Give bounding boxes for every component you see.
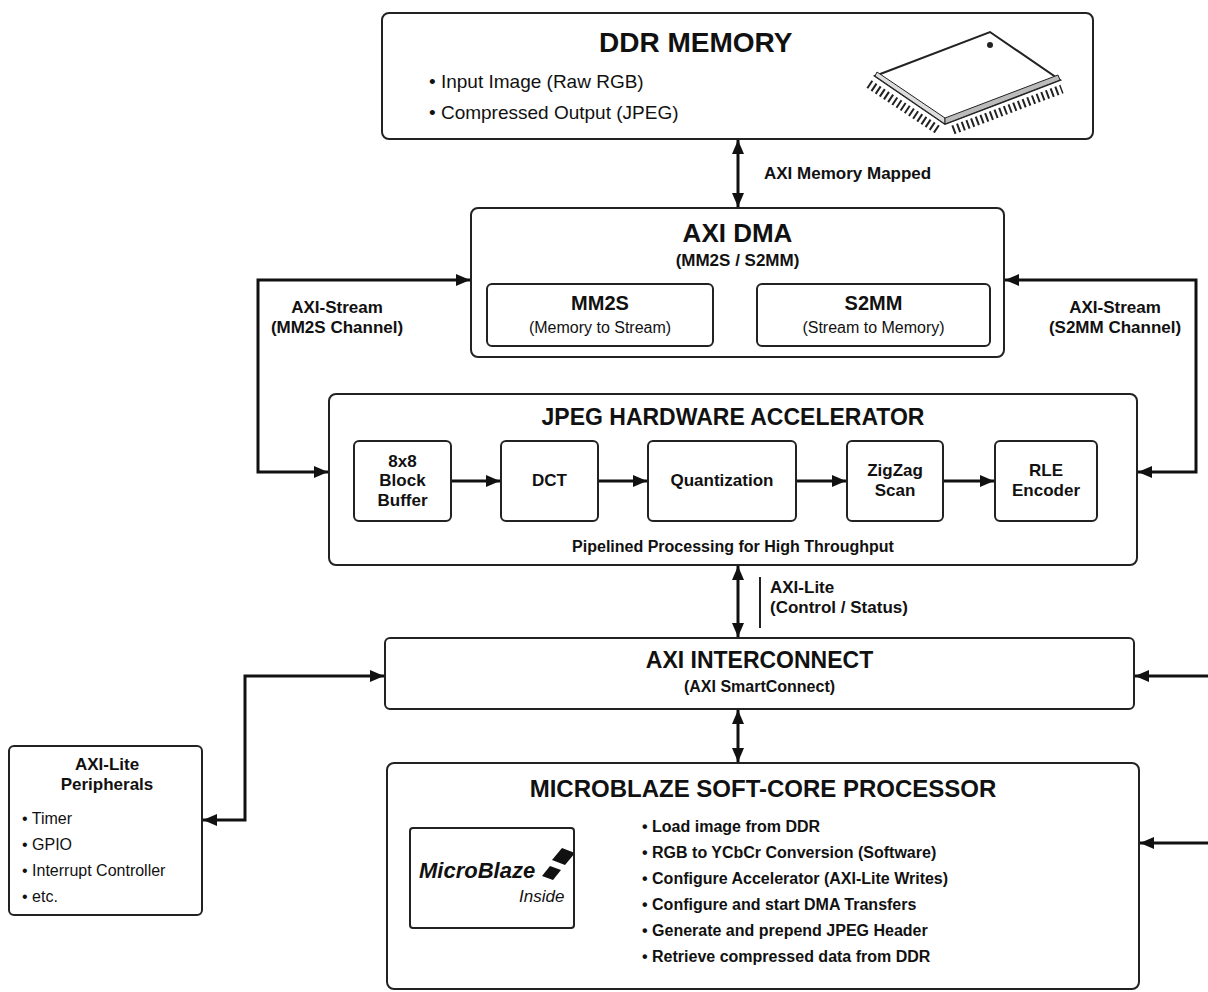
node-heading: DCT <box>510 471 590 491</box>
connector-arrow <box>203 676 384 820</box>
node-text: (AXI SmartConnect) <box>386 678 1133 696</box>
connector-arrow <box>737 566 740 637</box>
memory-chip-illustration <box>869 32 1062 130</box>
interconnect-box: AXI INTERCONNECT (AXI SmartConnect) <box>384 637 1135 710</box>
processor-box: MicroBlazeInside MICROBLAZE SOFT-CORE PRO… <box>386 762 1140 990</box>
node-text: • Generate and prepend JPEG Header <box>642 922 928 940</box>
microblaze-logo-icon <box>542 848 575 880</box>
node-text: • Timer <box>22 810 72 828</box>
connector-arrow <box>258 280 470 472</box>
connector-arrow <box>737 140 740 207</box>
channel-box: MM2S (Memory to Stream) <box>486 283 714 347</box>
node-text: • GPIO <box>22 836 72 854</box>
label-bar <box>759 577 761 628</box>
node-heading: AXI INTERCONNECT <box>386 647 1133 673</box>
node-text: Inside <box>519 887 564 907</box>
node-text: (Memory to Stream) <box>488 319 712 337</box>
connector-arrow <box>599 480 647 483</box>
node-heading: AXI-Lite Peripherals <box>47 755 167 794</box>
dma-box: MM2S (Memory to Stream) S2MM (Stream to Mem… <box>470 207 1005 358</box>
node-text: • Interrupt Controller <box>22 862 165 880</box>
offpage-arrow <box>1140 842 1208 845</box>
connector-arrow <box>1005 280 1196 472</box>
node-heading: DDR MEMORY <box>599 27 792 59</box>
node-text: • Load image from DDR <box>642 818 820 836</box>
connector-label: AXI Memory Mapped <box>762 164 933 184</box>
node-heading: S2MM <box>758 292 989 315</box>
node-text: • RGB to YCbCr Conversion (Software) <box>642 844 936 862</box>
connector-arrow <box>797 480 846 483</box>
accelerator-box: 8x8 Block Buffer DCT Quantization ZigZag Sc… <box>328 393 1138 566</box>
node-text: (MM2S / S2MM) <box>472 251 1003 271</box>
node-text: • Compressed Output (JPEG) <box>429 102 679 124</box>
channel-box: S2MM (Stream to Memory) <box>756 283 991 347</box>
stage-box: ZigZag Scan <box>846 440 944 522</box>
stage-box: 8x8 Block Buffer <box>353 440 452 522</box>
node-heading: MM2S <box>488 292 712 315</box>
connector-label: AXI-Stream (S2MM Channel) <box>1042 298 1188 339</box>
node-text: • Configure and start DMA Transfers <box>642 896 916 914</box>
node-heading: RLE Encoder <box>1003 461 1089 500</box>
connector-arrow <box>944 480 994 483</box>
node-heading: MicroBlaze <box>419 858 535 883</box>
stage-box: RLE Encoder <box>994 440 1098 522</box>
node-heading: JPEG HARDWARE ACCELERATOR <box>330 404 1136 430</box>
node-heading: ZigZag Scan <box>855 461 935 500</box>
connector-label: AXI-Stream (MM2S Channel) <box>264 298 410 339</box>
memory-box: DDR MEMORY • Input Image (Raw RGB) • Compr… <box>381 12 1094 140</box>
node-heading: 8x8 Block Buffer <box>372 452 434 511</box>
offpage-arrow <box>1135 675 1208 678</box>
logo-box: MicroBlazeInside <box>409 827 575 929</box>
node-text: • Input Image (Raw RGB) <box>429 71 644 93</box>
connector-label: AXI-Lite (Control / Status) <box>768 578 910 619</box>
stage-box: Quantization <box>647 440 797 522</box>
node-text: (Stream to Memory) <box>758 319 989 337</box>
node-text: Pipelined Processing for High Throughput <box>330 538 1136 556</box>
stage-box: DCT <box>500 440 599 522</box>
node-text: • etc. <box>22 888 58 906</box>
peripherals-box: AXI-Lite Peripherals • Timer • GPIO • Inter… <box>8 745 203 916</box>
node-text: • Retrieve compressed data from DDR <box>642 948 930 966</box>
connector-arrow <box>452 480 500 483</box>
node-heading: AXI DMA <box>472 219 1003 249</box>
node-heading: Quantization <box>657 471 787 491</box>
node-text: • Configure Accelerator (AXI-Lite Writes… <box>642 870 948 888</box>
connector-arrow <box>737 710 740 762</box>
node-heading: MICROBLAZE SOFT-CORE PROCESSOR <box>388 775 1138 803</box>
